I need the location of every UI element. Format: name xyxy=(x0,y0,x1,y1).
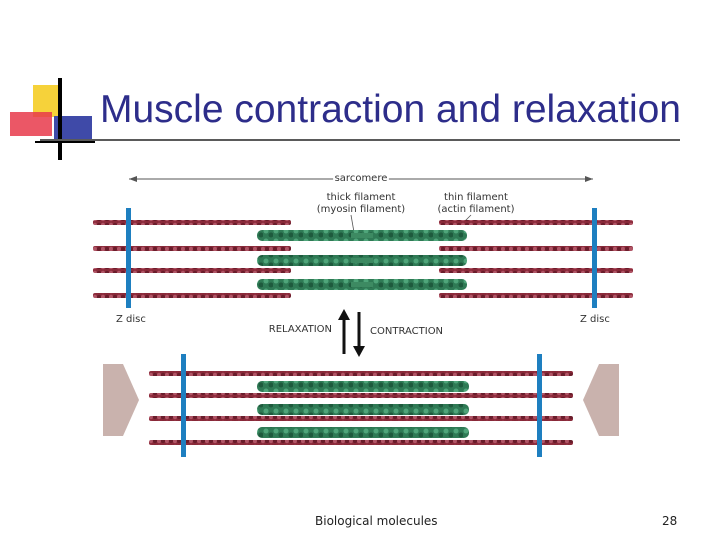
actin-filament xyxy=(343,393,573,398)
z-disc-left-label: Z disc xyxy=(116,314,146,325)
actin-filament-label: (actin filament) xyxy=(437,204,514,215)
myosin-filament xyxy=(257,427,469,438)
relaxed-myosin-filaments xyxy=(257,230,467,290)
sarcomere-label: sarcomere xyxy=(335,173,388,184)
actin-filament xyxy=(149,371,381,376)
contraction-label: CONTRACTION xyxy=(370,326,443,337)
logo-red-square xyxy=(10,112,52,136)
contracted-actin-filaments xyxy=(149,371,573,445)
actin-filament xyxy=(343,440,573,445)
actin-filament xyxy=(439,246,633,251)
z-disc-left-contracted xyxy=(181,354,186,457)
z-disc-left-relaxed xyxy=(126,208,131,308)
relaxation-arrow xyxy=(338,309,350,354)
thin-filament-label: thin filament xyxy=(444,192,508,203)
z-disc-right-relaxed xyxy=(592,208,597,308)
sarcomere-arrow-right xyxy=(585,176,593,182)
myosin-filament xyxy=(257,381,469,392)
thick-filament-label: thick filament xyxy=(327,192,396,203)
z-disc-right-contracted xyxy=(537,354,542,457)
myosin-bare-zone xyxy=(351,258,373,263)
contraction-force-arrow-left xyxy=(103,364,139,436)
myosin-bare-zone xyxy=(351,282,373,287)
actin-filament xyxy=(343,416,573,421)
actin-filament xyxy=(93,268,291,273)
actin-filament xyxy=(93,293,291,298)
logo-horizontal-bar xyxy=(35,141,95,143)
relaxed-actin-filaments xyxy=(93,220,633,298)
actin-filament xyxy=(439,220,633,225)
actin-filament xyxy=(149,440,381,445)
myosin-bare-zone xyxy=(351,233,373,238)
title-divider xyxy=(40,139,680,141)
slide-title: Muscle contraction and relaxation xyxy=(100,88,681,131)
sarcomere-arrow-left xyxy=(129,176,137,182)
page-number: 28 xyxy=(662,514,678,528)
actin-filament xyxy=(439,268,633,273)
contraction-arrow xyxy=(353,312,365,357)
z-disc-right-label: Z disc xyxy=(580,314,610,325)
actin-filament xyxy=(343,371,573,376)
logo-vertical-bar xyxy=(58,78,62,160)
contraction-force-arrow-right xyxy=(583,364,619,436)
actin-filament xyxy=(93,220,291,225)
myosin-filament xyxy=(257,404,469,415)
relaxation-label: RELAXATION xyxy=(269,324,332,335)
sarcomere-diagram: sarcomere thick filament (myosin filamen… xyxy=(93,168,633,460)
actin-filament xyxy=(439,293,633,298)
contracted-myosin-filaments xyxy=(257,381,469,438)
actin-filament xyxy=(149,416,381,421)
logo-yellow-square xyxy=(33,85,61,117)
actin-filament xyxy=(93,246,291,251)
slide-logo-decoration xyxy=(0,0,100,165)
actin-filament xyxy=(149,393,381,398)
myosin-filament-label: (myosin filament) xyxy=(317,204,406,215)
footer-text: Biological molecules xyxy=(315,514,438,528)
